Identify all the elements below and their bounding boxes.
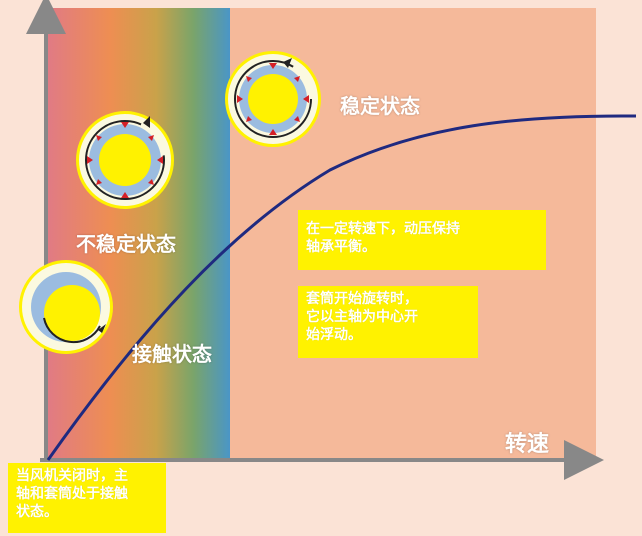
label-contact: 接触状态 xyxy=(132,342,212,366)
note-fan-off: 当风机关闭时，主 轴和套筒处于接触 状态。 xyxy=(8,463,166,533)
bearing-contact-icon xyxy=(19,260,113,354)
note-line: 套筒开始旋转时， xyxy=(306,291,418,307)
note-line: 状态。 xyxy=(16,504,58,520)
speed-curve xyxy=(46,114,637,461)
note-line: 它以主轴为中心开 xyxy=(306,309,418,325)
note-sleeve-rotation: 套筒开始旋转时， 它以主轴为中心开 始浮动。 xyxy=(298,286,478,358)
axis-label-speed: 转速 xyxy=(505,432,550,457)
note-line: 当风机关闭时，主 xyxy=(16,468,128,484)
transition-band xyxy=(46,8,230,460)
note-line: 在一定转速下，动压保持 xyxy=(306,221,460,237)
bearing-unstable-icon xyxy=(76,111,174,209)
label-unstable: 不稳定状态 xyxy=(76,232,176,256)
note-line: 轴和套筒处于接触 xyxy=(16,486,128,502)
bearing-stable-icon xyxy=(225,51,321,147)
note-line: 始浮动。 xyxy=(306,327,362,343)
label-stable: 稳定状态 xyxy=(340,94,420,118)
note-dynamic-pressure: 在一定转速下，动压保持 轴承平衡。 xyxy=(298,210,546,270)
note-line: 轴承平衡。 xyxy=(306,239,376,255)
